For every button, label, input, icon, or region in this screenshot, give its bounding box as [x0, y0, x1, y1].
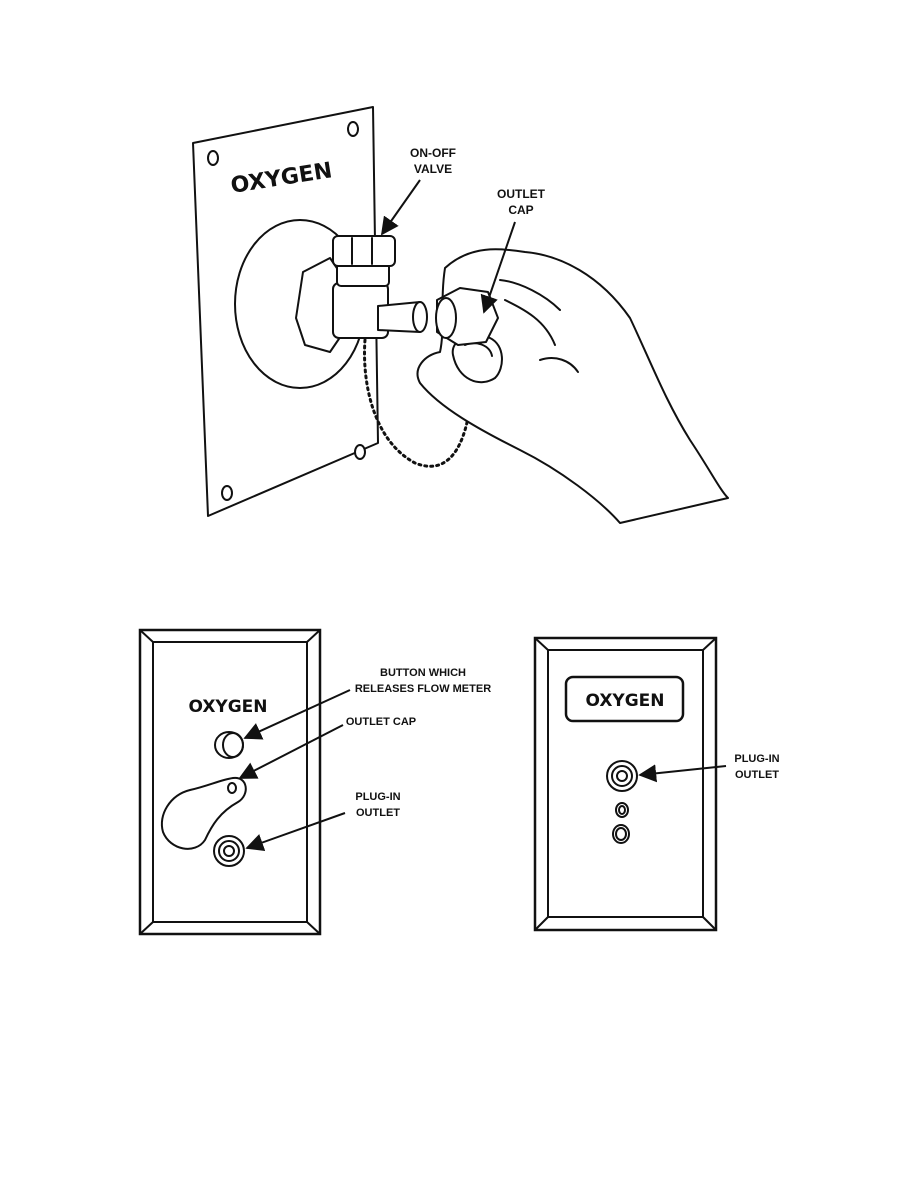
- callout-button-line2: RELEASES FLOW METER: [355, 683, 491, 695]
- button-arrow: [243, 689, 351, 740]
- callout-plug-line2-br: OUTLET: [735, 769, 779, 781]
- callout-valve-line1: ON-OFF: [410, 146, 456, 160]
- plate-screw: [207, 150, 219, 166]
- callout-plug-line1-br: PLUG-IN: [734, 753, 779, 765]
- callout-cap-line2: CAP: [508, 203, 533, 217]
- plate-screw: [347, 121, 359, 137]
- callout-plug-line2: OUTLET: [356, 807, 400, 819]
- outlet-cap-teardrop: [160, 776, 247, 850]
- top-figure-wall-outlet: OXYGEN ON-OFF VALVE OUTLET: [192, 106, 729, 524]
- callout-button-line1: BUTTON WHICH: [380, 667, 466, 679]
- cap-arrow-bl: [238, 724, 344, 779]
- plug-arrow-bl: [245, 812, 346, 852]
- br-label-box: [564, 675, 685, 723]
- cap-arrow: [480, 221, 516, 314]
- callout-valve-line2: VALVE: [414, 162, 452, 176]
- plate-screw: [221, 485, 233, 501]
- bottom-left-outlet-plate: OXYGEN BUTTON WHICH RELEASES FLOW METER …: [138, 628, 491, 936]
- ball-chain: [363, 338, 474, 468]
- valve-knob: [332, 235, 396, 267]
- callout-cap: OUTLET CAP: [346, 716, 416, 728]
- callout-plug-line1: PLUG-IN: [355, 791, 400, 803]
- bl-plate-label: OXYGEN: [188, 697, 267, 717]
- plate-screw: [354, 444, 366, 460]
- bottom-right-outlet-plate: OXYGEN PLUG-IN OUTLET: [533, 636, 780, 932]
- callout-cap-line1: OUTLET: [497, 187, 546, 201]
- plug-arrow-br: [638, 764, 727, 783]
- valve-arrow: [380, 179, 421, 236]
- small-fitting: [615, 802, 629, 818]
- br-plate-label: OXYGEN: [585, 691, 664, 711]
